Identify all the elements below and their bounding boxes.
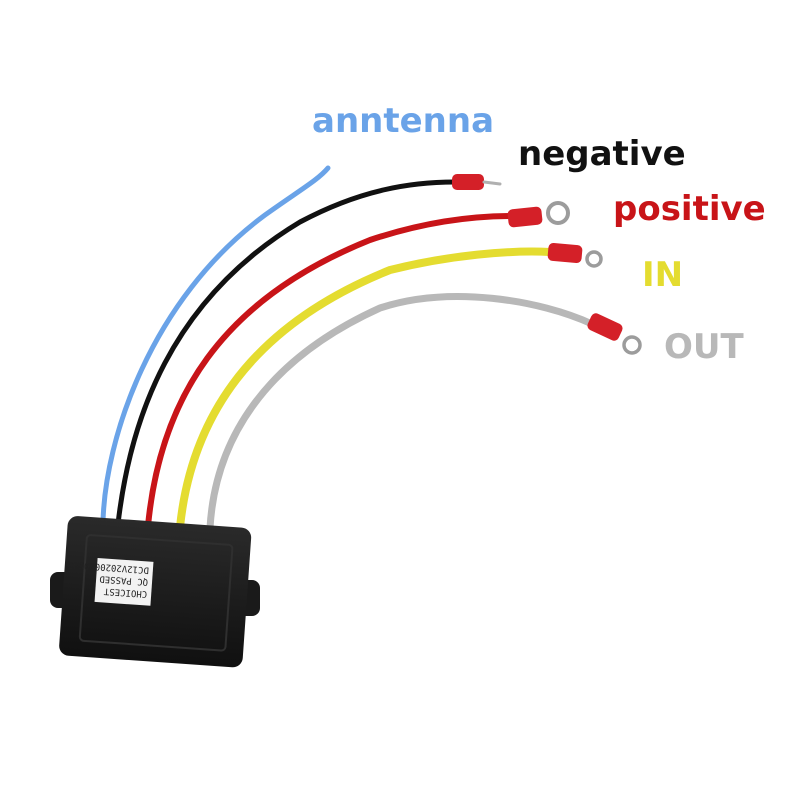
in-label: IN <box>642 255 684 295</box>
negative-wire <box>115 179 458 527</box>
control-box <box>59 516 252 668</box>
negative-label: negative <box>518 134 686 174</box>
in-wire <box>176 247 554 531</box>
positive-label: positive <box>613 189 766 229</box>
antenna-wire <box>100 165 331 525</box>
product-sticker: CHOICEST QC PASSED DC12V2020080542 <box>67 557 154 606</box>
sticker-brand: CHOICEST <box>103 585 148 598</box>
positive-wire <box>145 213 515 529</box>
out-label: OUT <box>664 327 744 367</box>
negative-terminal <box>452 174 502 190</box>
antenna-label: anntenna <box>312 101 495 141</box>
positive-terminal <box>507 201 570 228</box>
in-terminal <box>547 242 603 268</box>
out-terminal <box>587 313 642 355</box>
out-wire <box>206 293 596 532</box>
sticker-qc: QC PASSED <box>99 573 148 586</box>
